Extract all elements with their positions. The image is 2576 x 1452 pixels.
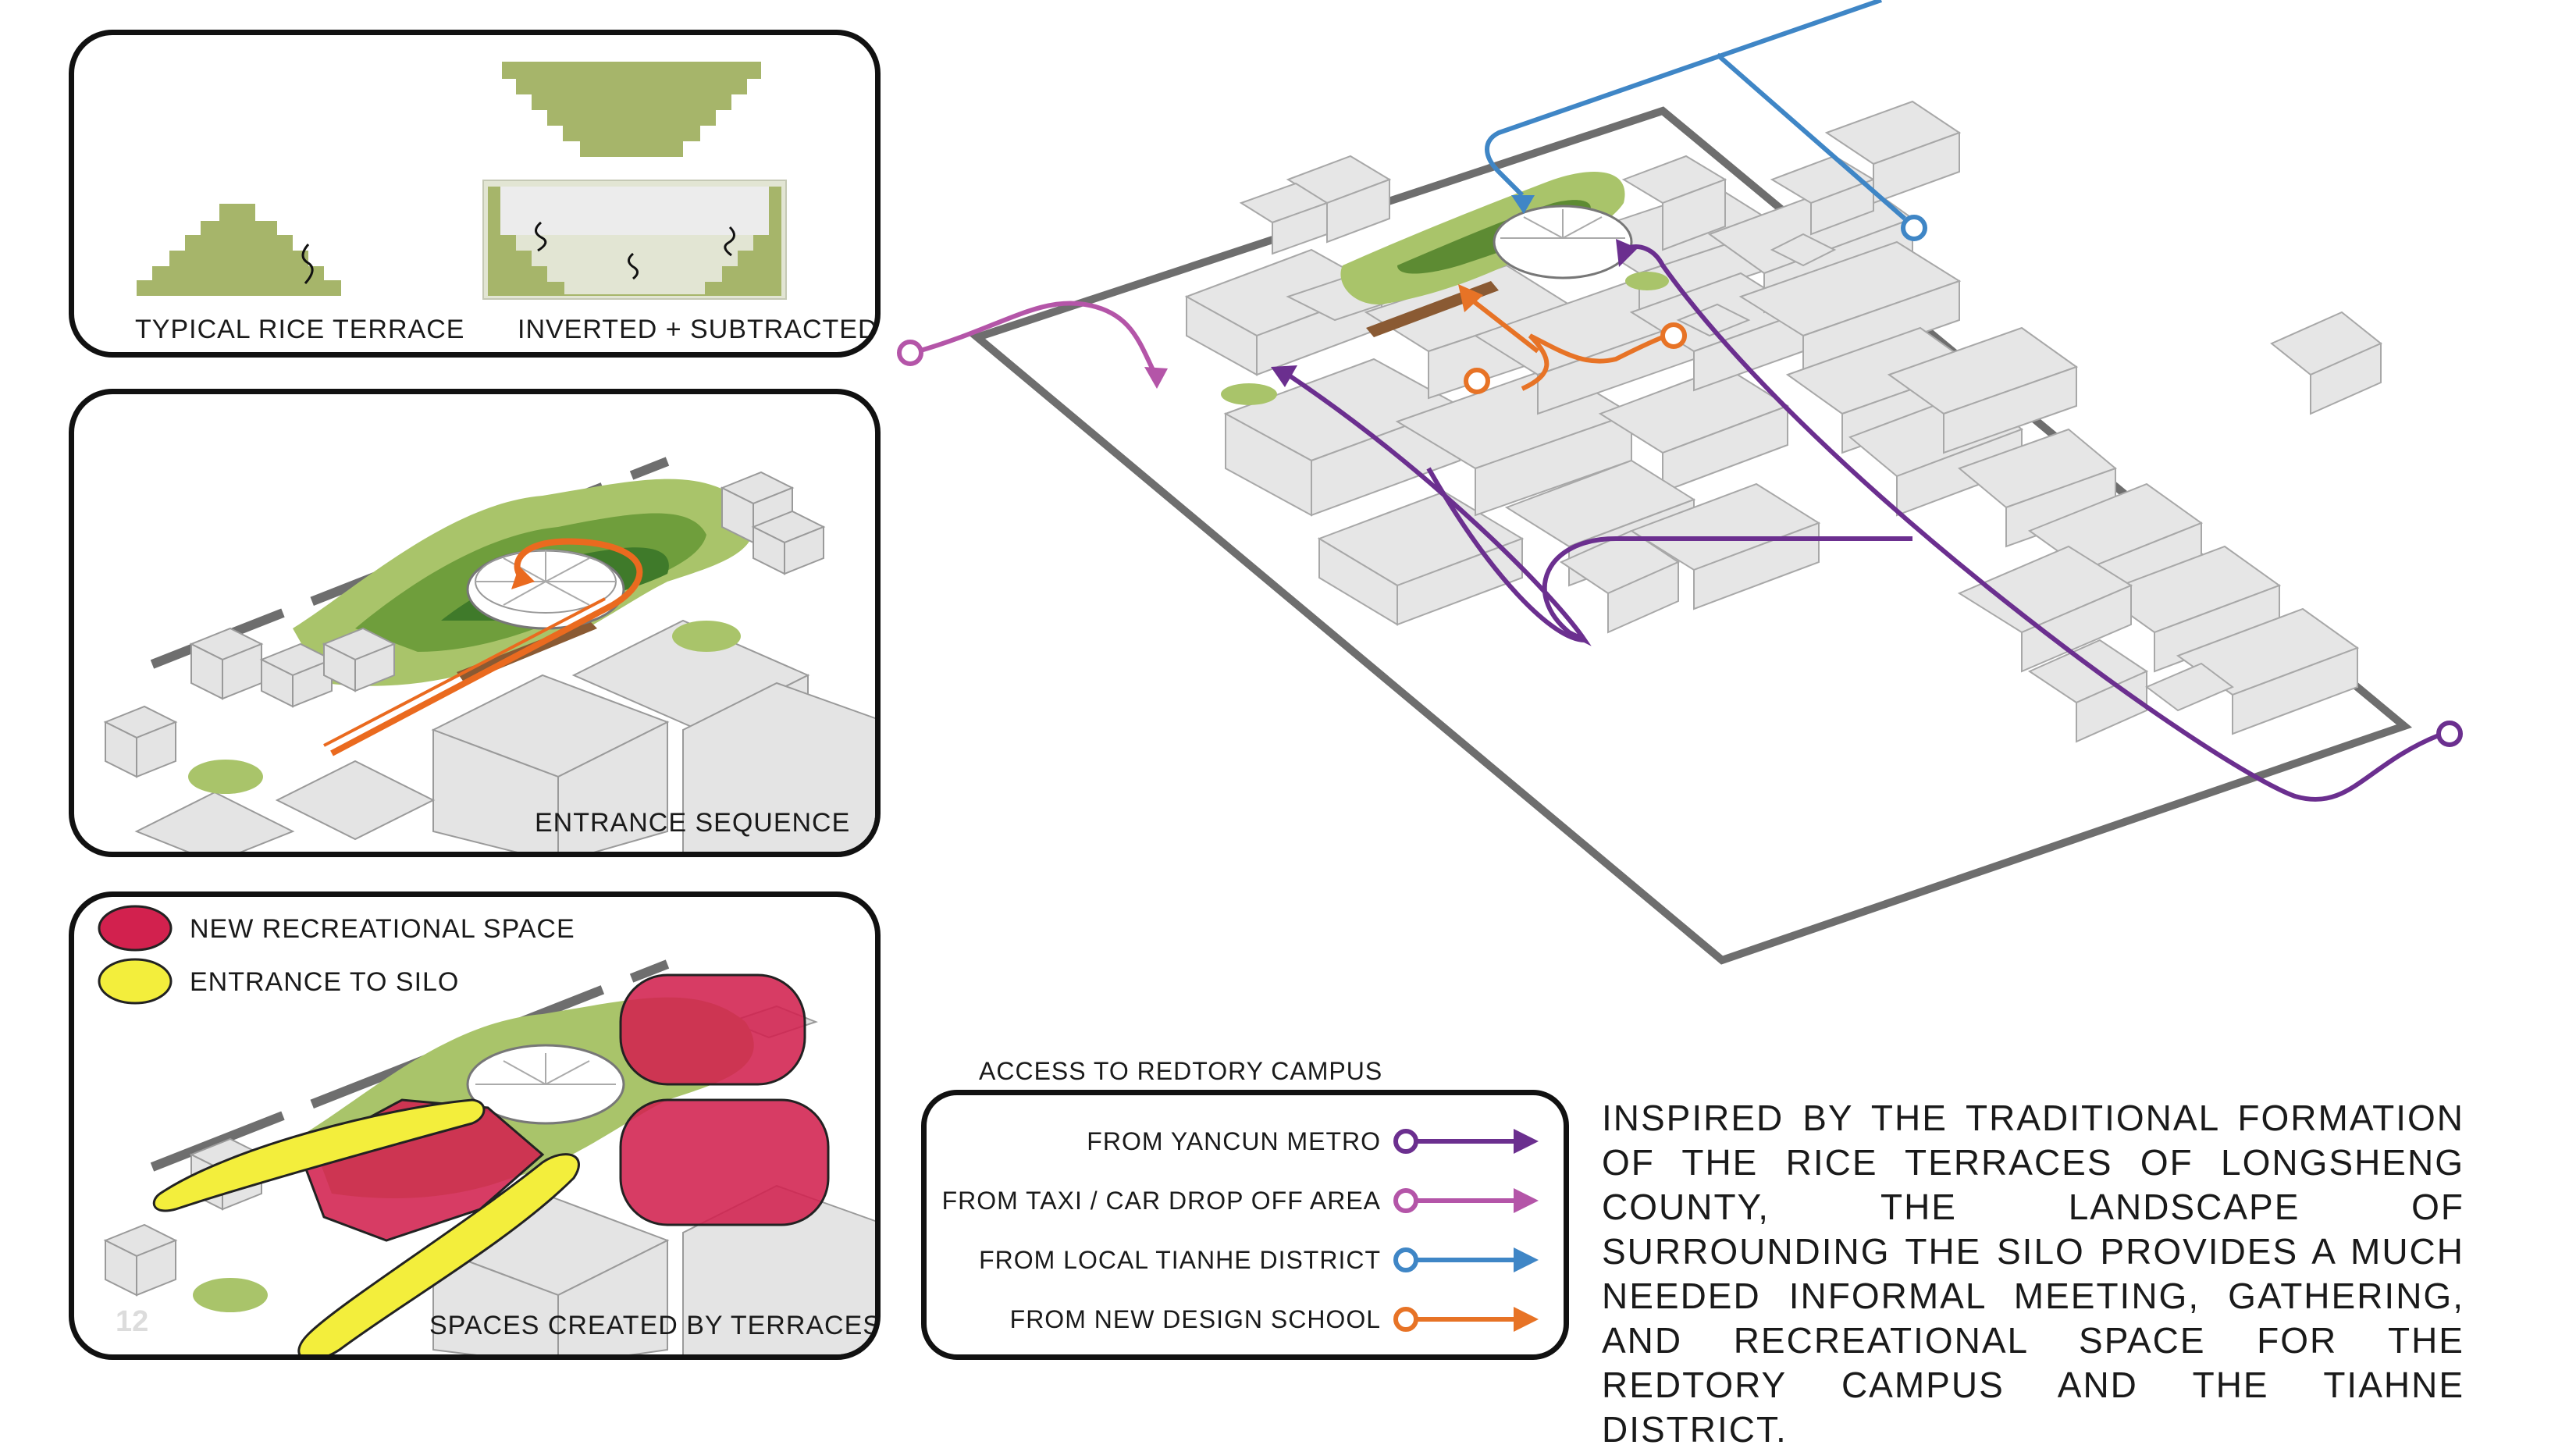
typical-rice-terrace-shape — [137, 204, 341, 296]
design-school-route — [1466, 294, 1664, 391]
tianhe-arrow-head — [1511, 195, 1535, 214]
metro-arrow-head — [1271, 365, 1297, 387]
green-patch — [1221, 383, 1277, 405]
page-number: 12 — [116, 1305, 149, 1338]
entrance-arrow-head — [511, 566, 535, 589]
silo-entrance-zone — [152, 1098, 486, 1212]
legend-item-design-school: FROM NEW DESIGN SCHOOL — [1010, 1300, 1540, 1339]
silo-roof-spokes — [1500, 209, 1625, 239]
legend-item-label: FROM LOCAL TIANHE DISTRICT — [979, 1245, 1381, 1274]
legend-item-label: FROM NEW DESIGN SCHOOL — [1009, 1304, 1381, 1333]
campus-buildings — [1184, 100, 2382, 743]
blue-route-arrow-icon — [1393, 1247, 1539, 1272]
taxi-arrow-head — [1144, 367, 1168, 389]
entrance-sequence-panel: ENTRANCE SEQUENCE — [69, 389, 881, 857]
tianhe-district-route — [1485, 0, 1906, 221]
silo-roof-spokes — [475, 550, 616, 606]
silo-entrance-label: ENTRANCE TO SILO — [190, 967, 460, 997]
typical-terrace-caption: TYPICAL RICE TERRACE — [135, 315, 465, 344]
surrounding-buildings — [103, 1005, 875, 1354]
recreational-space-label: NEW RECREATIONAL SPACE — [190, 914, 575, 944]
terrace-crack-line — [724, 226, 735, 257]
silo-entrance-zone — [297, 1153, 580, 1354]
circular-silo — [1493, 205, 1633, 279]
tianhe-district-origin — [1901, 215, 1927, 241]
inverted-terrace-shape — [502, 62, 761, 157]
recreational-space-zones — [299, 973, 830, 1242]
legend-item-tianhe-district: FROM LOCAL TIANHE DISTRICT — [979, 1240, 1540, 1279]
legend-item-label: FROM YANCUN METRO — [1087, 1126, 1381, 1155]
recreational-space-zone — [619, 973, 806, 1086]
spaces-created-caption: SPACES CREATED BY TERRACES — [429, 1311, 881, 1340]
legend-item-yancun-metro: FROM YANCUN METRO — [1087, 1122, 1540, 1161]
design-school-arrow-head — [1458, 284, 1483, 312]
inverted-terrace-caption: INVERTED + SUBTRACTED — [518, 315, 878, 344]
silo-entrance-zones — [152, 1098, 580, 1354]
spaces-created-panel: NEW RECREATIONAL SPACE ENTRANCE TO SILO … — [69, 891, 881, 1360]
yancun-metro-origin — [2436, 721, 2463, 747]
pink-route-arrow-icon — [1393, 1188, 1539, 1213]
yancun-metro-route — [1286, 244, 2440, 802]
taxi-drop-off-route — [917, 301, 1158, 376]
recreational-space-swatch — [98, 905, 173, 952]
green-patch — [672, 621, 741, 652]
orange-route-arrow-icon — [1393, 1307, 1539, 1332]
recreational-space-zone — [619, 1098, 830, 1226]
entrance-sequence-caption: ENTRANCE SEQUENCE — [535, 808, 851, 838]
green-patch — [188, 760, 263, 794]
legend-item-taxi-drop-off: FROM TAXI / CAR DROP OFF AREA — [942, 1181, 1540, 1220]
silo-roof-spokes — [475, 1053, 616, 1085]
entrance-sequence-drawing — [103, 457, 875, 852]
terrace-concept-drawing — [137, 62, 787, 300]
terrace-crack-line — [628, 252, 639, 280]
terrace-concept-panel: TYPICAL RICE TERRACE INVERTED + SUBTRACT… — [69, 30, 881, 358]
site-boundary — [969, 106, 2413, 965]
design-school-origin — [1660, 322, 1687, 349]
subtracted-void — [500, 187, 769, 235]
access-legend-title: ACCESS TO REDTORY CAMPUS — [979, 1057, 1383, 1085]
metro-arrow-head — [1616, 239, 1638, 267]
spaces-created-drawing — [98, 905, 875, 1354]
entrance-arrow-path — [330, 538, 643, 756]
legend-item-label: FROM TAXI / CAR DROP OFF AREA — [941, 1186, 1381, 1215]
terrace-crack-line — [301, 244, 314, 284]
project-description: INSPIRED BY THE TRADITIONAL FORMATION OF… — [1602, 1098, 2464, 1450]
purple-route-arrow-icon — [1393, 1129, 1539, 1154]
access-legend: FROM YANCUN METRO FROM TAXI / CAR DROP O… — [921, 1090, 1569, 1360]
campus-access-diagram — [897, 0, 2463, 965]
terrace-crack-line — [535, 221, 547, 252]
taxi-drop-off-origin — [897, 340, 923, 366]
surrounding-buildings — [103, 471, 875, 852]
design-school-origin — [1464, 368, 1490, 394]
silo-entrance-swatch — [98, 958, 173, 1005]
subtracted-terrace-shape — [488, 187, 781, 296]
green-patch — [1625, 272, 1669, 290]
green-patch — [193, 1278, 268, 1312]
